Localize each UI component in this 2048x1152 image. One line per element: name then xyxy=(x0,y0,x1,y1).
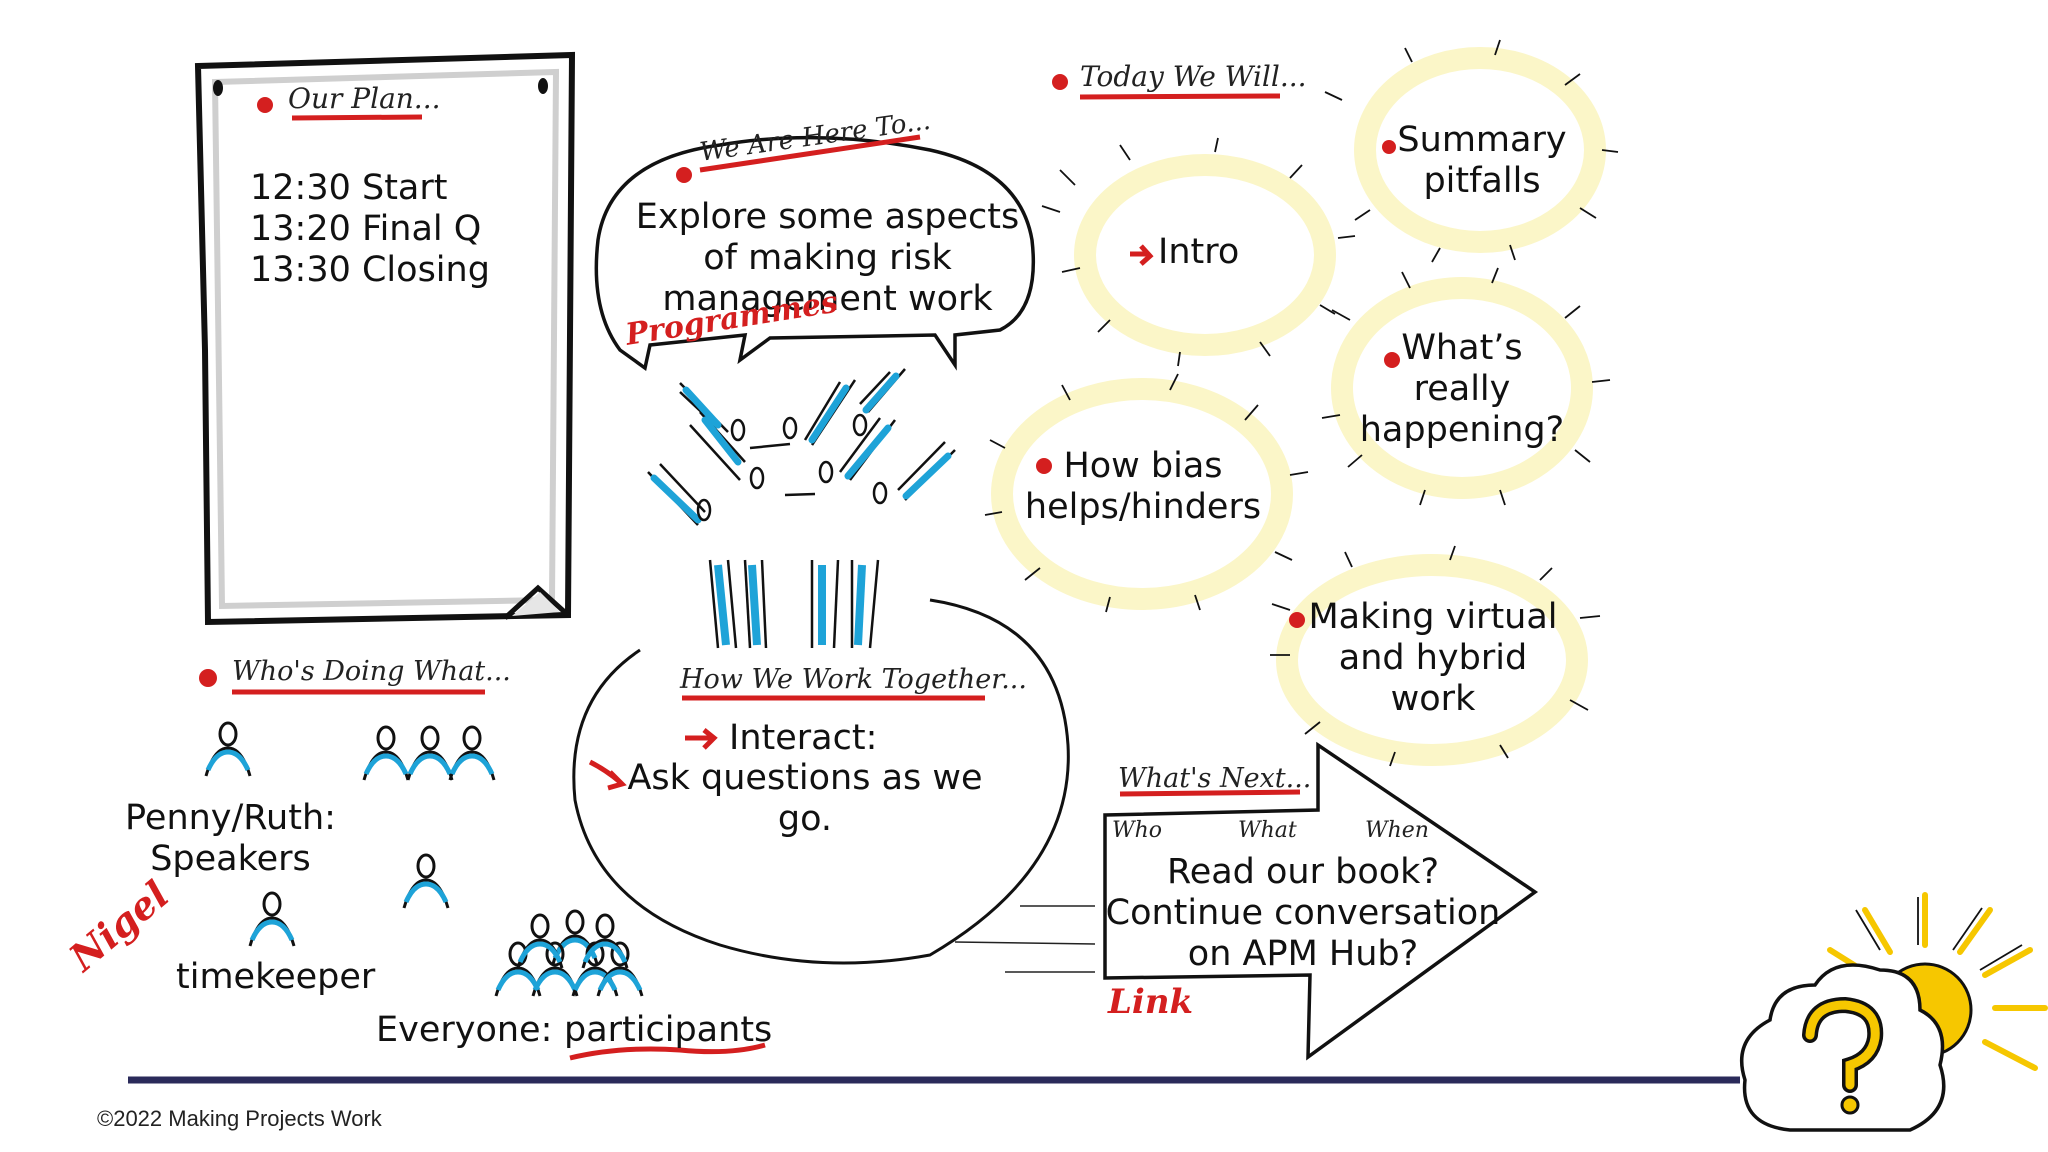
person-icon xyxy=(404,855,448,908)
next-arrow xyxy=(1103,741,1539,1061)
next-heading: What's Next... xyxy=(1118,763,1312,794)
person-icon xyxy=(408,727,452,780)
bullet-dot xyxy=(1289,612,1305,628)
today-item-whats-happening: What’s really happening? xyxy=(1359,328,1565,450)
footer-copyright: ©2022 Making Projects Work xyxy=(97,1106,382,1131)
bullet-dot xyxy=(1036,458,1052,474)
person-icon xyxy=(250,893,294,946)
roles-everyone-label: Everyone: xyxy=(376,1010,553,1050)
bullet-dot xyxy=(676,167,692,183)
bullet-dot xyxy=(1052,74,1068,90)
today-item-virtual: Making virtual and hybrid work xyxy=(1308,597,1558,719)
today-halos xyxy=(984,39,1619,767)
roles-timekeeper: timekeeper xyxy=(176,957,376,997)
together-heading: How We Work Together... xyxy=(680,664,1027,695)
today-item-intro: Intro xyxy=(1158,232,1240,272)
bullet-dot xyxy=(199,669,217,687)
crowd-icon xyxy=(496,911,642,996)
next-column-when: When xyxy=(1365,818,1429,843)
purpose-bubble xyxy=(594,134,1036,371)
pin-icon xyxy=(538,78,548,94)
person-icon xyxy=(206,723,250,776)
plan-item: 13:30 Closing xyxy=(250,250,490,290)
plan-note xyxy=(194,51,576,626)
red-arrow-icon xyxy=(685,728,718,750)
person-icon xyxy=(450,727,494,780)
bullet-dot xyxy=(1384,352,1400,368)
plan-heading: Our Plan... xyxy=(288,82,441,115)
cloud-question-icon xyxy=(1739,963,1946,1132)
roles-everyone-value: participants xyxy=(564,1010,773,1050)
together-oval xyxy=(572,598,1096,973)
today-item-bias: How bias helps/hinders xyxy=(1024,446,1262,527)
pin-icon xyxy=(213,80,223,96)
roles-speakers: Penny/Ruth: Speakers xyxy=(125,798,336,879)
red-arrow-icon xyxy=(588,759,627,791)
plan-item: 13:20 Final Q xyxy=(250,209,482,249)
together-interact: Interact: xyxy=(729,718,878,758)
next-link[interactable]: Link xyxy=(1108,982,1194,1022)
red-arrow-icon xyxy=(1130,244,1154,266)
together-ask: Ask questions as we go. xyxy=(627,758,983,839)
next-column-who: Who xyxy=(1112,818,1163,843)
bullet-dot xyxy=(1382,140,1396,154)
person-icon xyxy=(364,727,408,780)
roles-figures xyxy=(199,669,766,1061)
cheering-figures xyxy=(647,368,956,649)
purpose-text: Explore some aspects of making risk mana… xyxy=(635,197,1020,319)
today-heading: Today We Will... xyxy=(1080,60,1307,93)
roles-heading: Who's Doing What... xyxy=(232,656,511,687)
bullet-dot xyxy=(257,97,273,113)
next-text: Read our book? Continue conversation on … xyxy=(1105,852,1501,974)
next-column-what: What xyxy=(1238,818,1297,843)
plan-item: 12:30 Start xyxy=(250,168,448,208)
today-item-summary: Summary pitfalls xyxy=(1397,120,1567,201)
plan-list: 12:30 Start 13:20 Final Q 13:30 Closing xyxy=(250,168,490,291)
